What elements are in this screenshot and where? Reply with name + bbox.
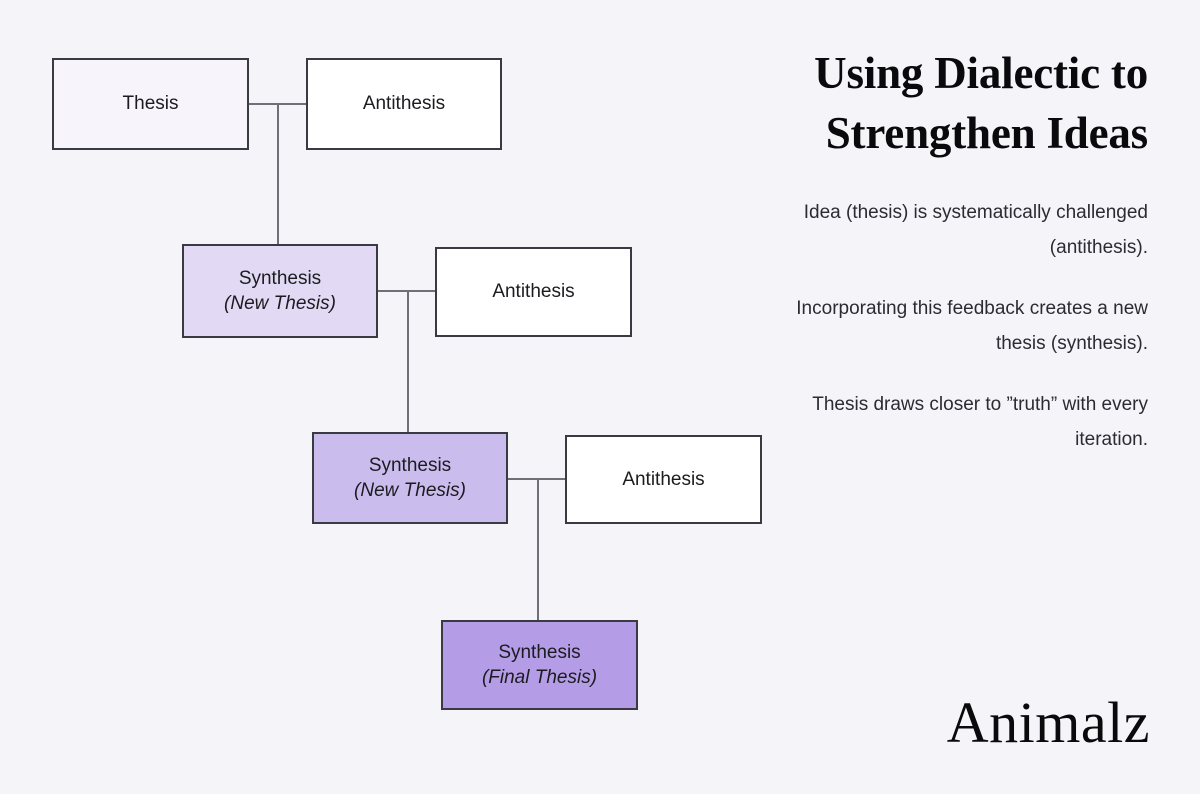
node-antithesis-2[interactable]: Antithesis: [435, 247, 632, 337]
description-text: Idea (thesis) is systematically challeng…: [748, 196, 1148, 457]
node-synthesis-2[interactable]: Synthesis (New Thesis): [312, 432, 508, 524]
node-thesis-label: Thesis: [122, 93, 179, 115]
node-antithesis-1[interactable]: Antithesis: [306, 58, 502, 150]
node-antithesis-3-label: Antithesis: [622, 468, 705, 490]
connector-row3-to-row4: [537, 478, 539, 620]
page-title-line-1: Using Dialectic to: [814, 48, 1148, 98]
connector-row1-to-row2: [277, 103, 279, 244]
connector-row3-horizontal: [508, 478, 565, 480]
description-paragraph-2: Incorporating this feedback creates a ne…: [796, 298, 1148, 354]
connector-row2-to-row3: [407, 290, 409, 432]
page-title-line-2: Strengthen Ideas: [825, 107, 1148, 158]
description-paragraph-1: Idea (thesis) is systematically challeng…: [803, 202, 1148, 258]
node-antithesis-1-label: Antithesis: [362, 93, 446, 115]
node-antithesis-3[interactable]: Antithesis: [565, 435, 762, 524]
node-synthesis-final[interactable]: Synthesis (Final Thesis): [441, 620, 638, 710]
node-synthesis-final-sublabel: (Final Thesis): [481, 667, 598, 688]
node-antithesis-2-label: Antithesis: [492, 281, 575, 303]
node-synthesis-1-sublabel: (New Thesis): [224, 293, 336, 314]
node-synthesis-final-label: Synthesis: [498, 641, 581, 663]
text-panel: Using Dialectic to Strengthen Ideas Idea…: [700, 0, 1200, 794]
animalz-logo: Animalz: [946, 690, 1150, 755]
node-synthesis-1[interactable]: Synthesis (New Thesis): [182, 244, 378, 338]
node-synthesis-2-sublabel: (New Thesis): [354, 480, 466, 501]
node-thesis[interactable]: Thesis: [52, 58, 249, 150]
node-synthesis-1-label: Synthesis: [238, 267, 322, 289]
dialectic-diagram: Thesis Antithesis Synthesis (New Thesis)…: [52, 58, 762, 710]
connector-row2-horizontal: [378, 290, 435, 292]
node-synthesis-2-label: Synthesis: [368, 454, 452, 476]
description-paragraph-3: Thesis draws closer to ”truth” with ever…: [812, 394, 1148, 450]
page-title: Using Dialectic to Strengthen Ideas: [718, 44, 1148, 164]
